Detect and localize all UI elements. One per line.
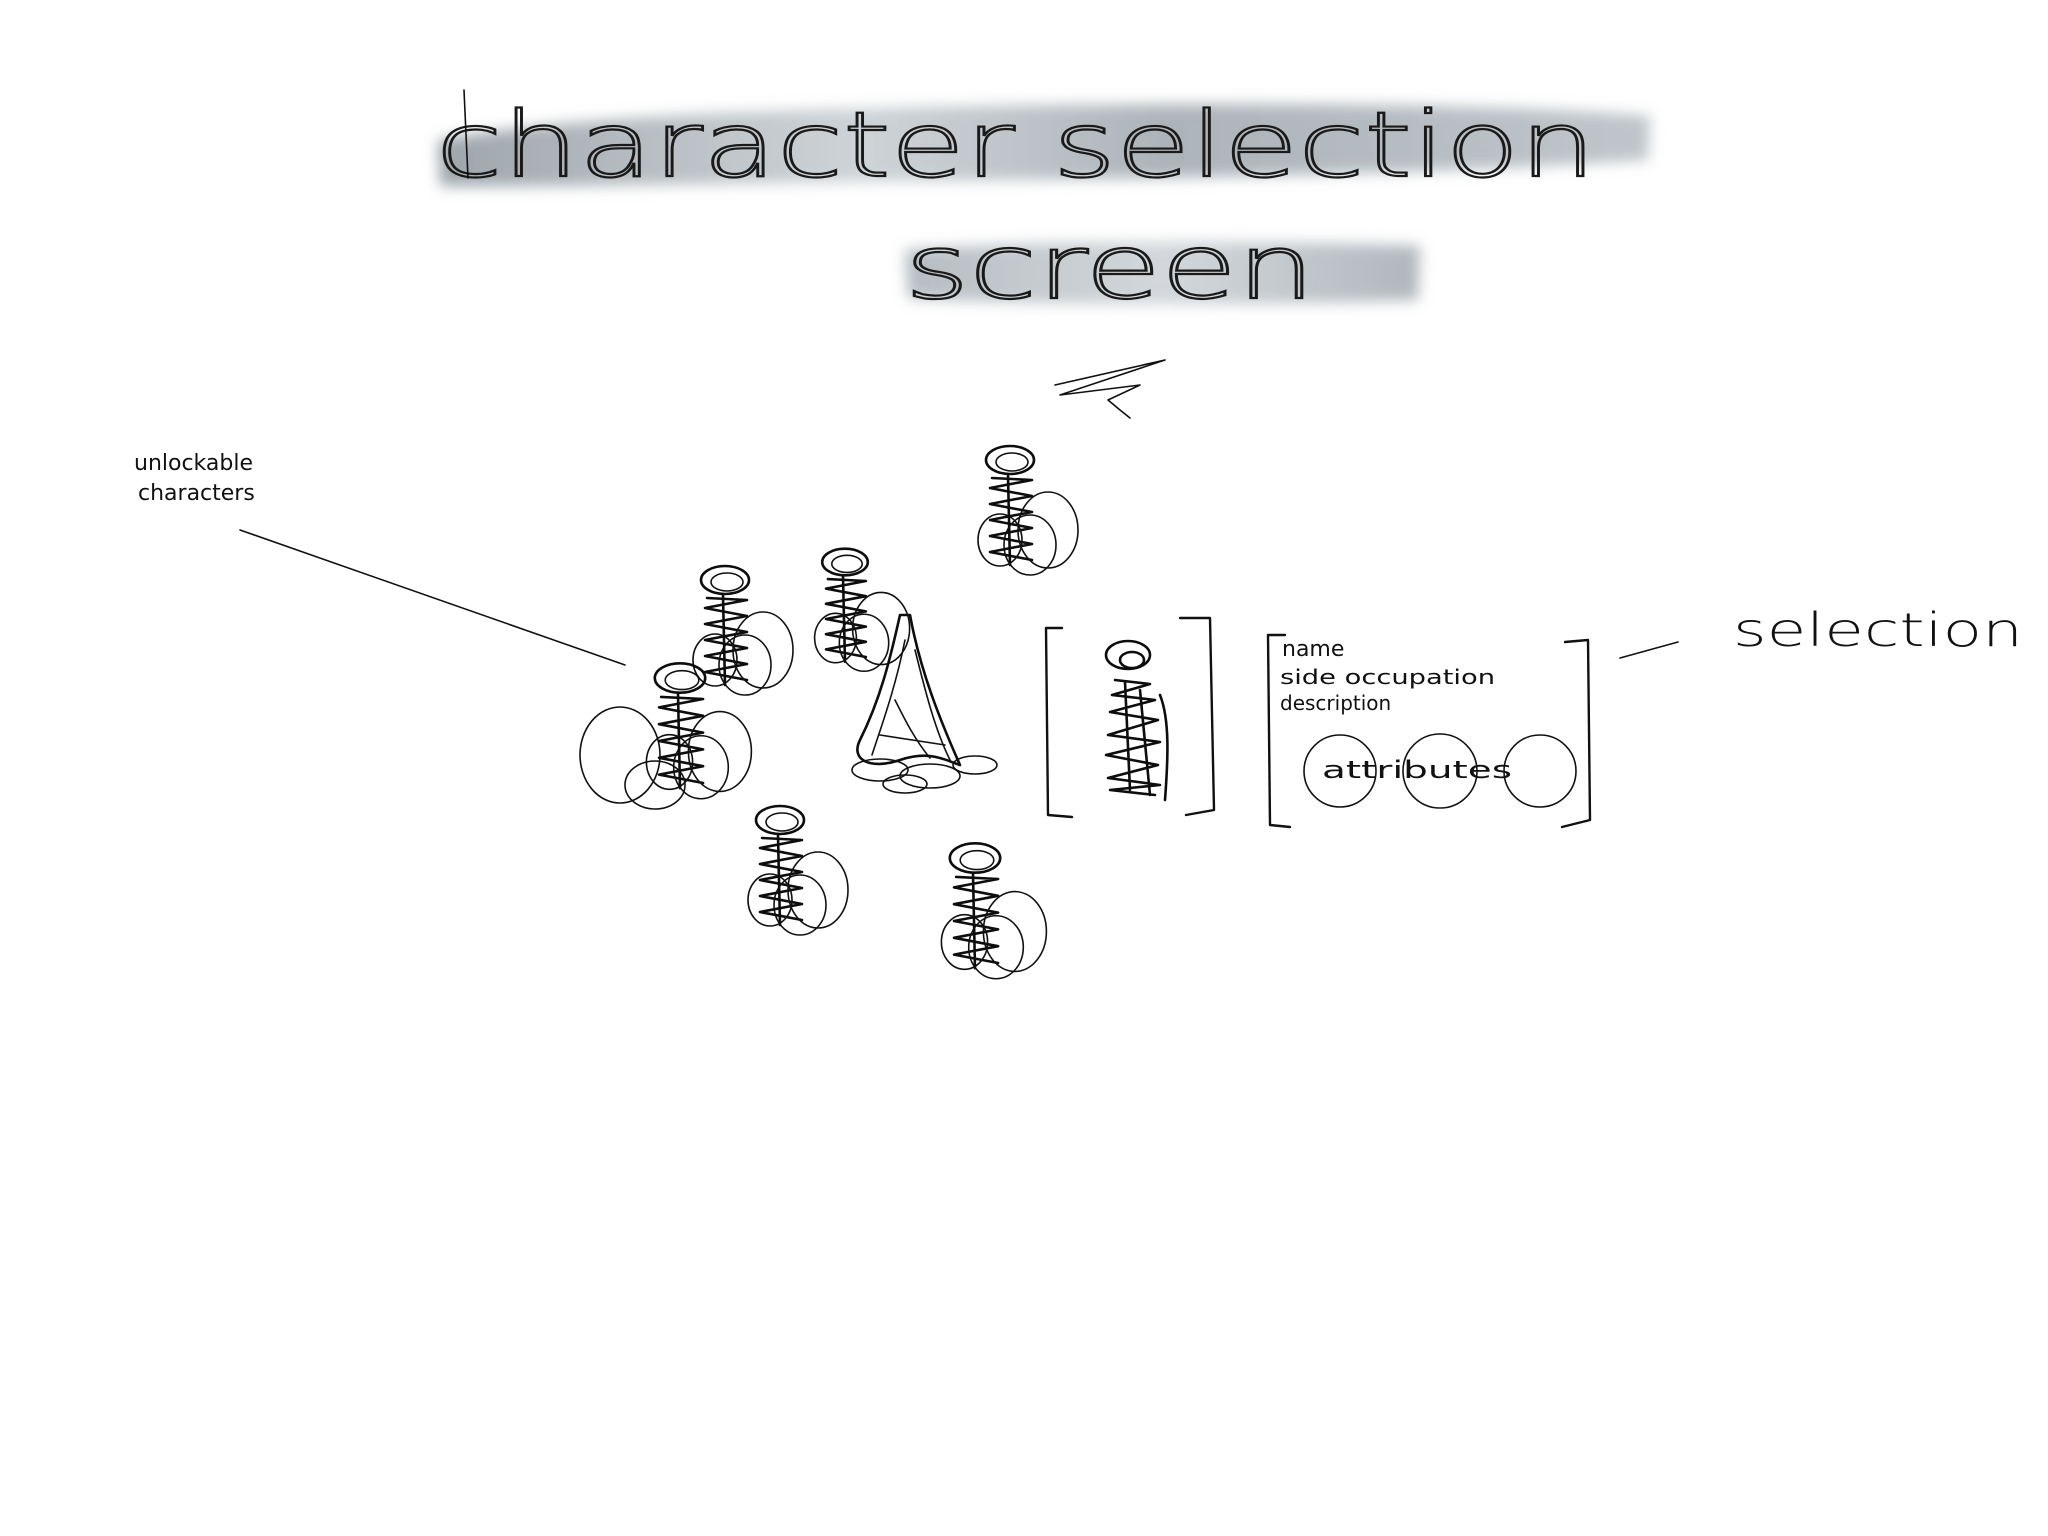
attribute-slot-2[interactable] [1402,733,1478,809]
info-name-label: name [1282,637,1344,662]
annotation-selection: selection [1733,603,2023,657]
selection-pointer-line [1619,641,1679,659]
selected-character-figure [1104,639,1169,802]
title-line-1: character selection [436,93,1596,198]
unlockable-pointer-line [239,529,626,666]
attribute-slot-3[interactable] [1503,734,1577,808]
attributes-group: attributes [1303,733,1577,809]
title-flourish [463,89,469,179]
character-figure-6[interactable] [940,841,1048,980]
campfire-icon [851,613,998,794]
attribute-slot-1[interactable] [1303,734,1377,808]
info-side-occupation-label: side occupation [1280,665,1495,689]
character-info-panel: name side occupation description attribu… [1266,633,1592,829]
character-figure-1[interactable] [977,444,1079,576]
character-figure-5[interactable] [747,804,849,936]
info-description-label: description [1280,691,1391,715]
selected-character-frame[interactable] [1044,616,1216,819]
character-figure-limbs [579,706,686,810]
annotation-unlockable-line2: characters [138,481,255,506]
unlockable-annotation: unlockable characters [134,451,626,666]
page-title: character selection screen [435,89,1597,320]
character-figure-2[interactable] [813,547,911,673]
character-figure-4[interactable] [645,661,753,800]
title-highlight [438,103,1650,305]
arrow-down-icon [1054,359,1166,419]
annotation-unlockable-line1: unlockable [134,451,253,476]
selection-annotation: selection [1619,603,2023,659]
title-line-2: screen [905,216,1315,319]
character-figure-3[interactable] [692,564,794,696]
unlockable-characters [579,444,1079,980]
attributes-label: attributes [1322,756,1512,784]
